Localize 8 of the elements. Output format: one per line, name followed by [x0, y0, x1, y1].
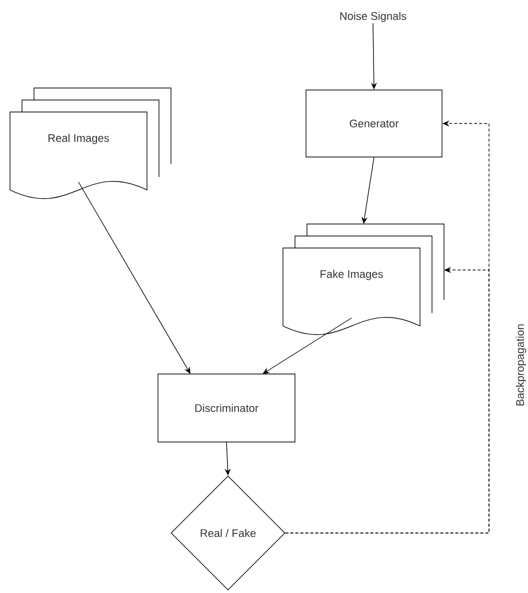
side-label: Backpropagation: [516, 324, 526, 406]
arrow: [262, 318, 352, 374]
document-stack: Real Images: [10, 88, 172, 199]
process-box: Discriminator: [158, 374, 296, 442]
signal-label: Noise Signals: [340, 12, 406, 22]
arrow: [78, 182, 190, 374]
document-stack: Fake Images: [282, 224, 444, 335]
process-box: Generator: [306, 90, 442, 158]
